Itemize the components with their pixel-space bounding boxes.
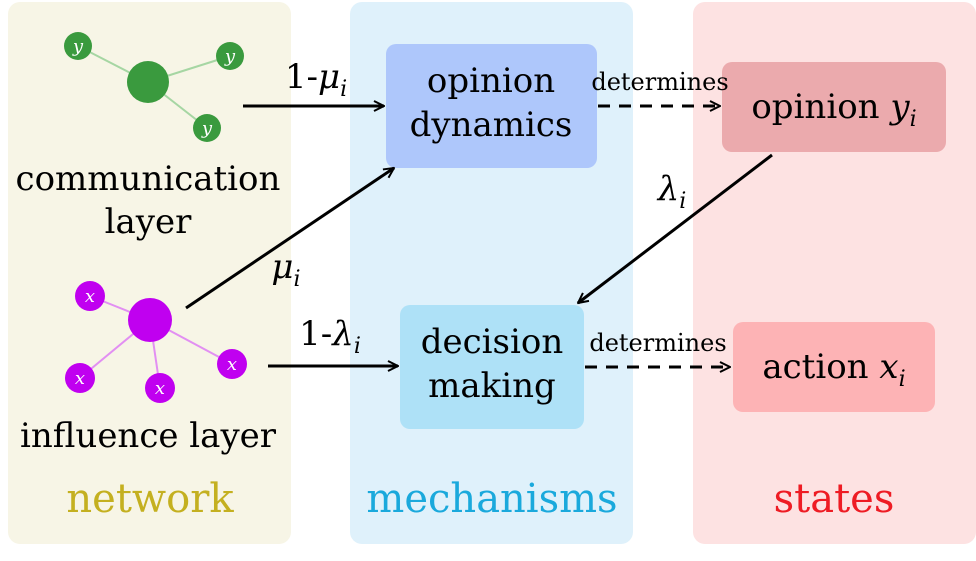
opinion-dynamics-label-line2: dynamics (410, 105, 573, 145)
influence-to-opinion-arrow (185, 168, 394, 310)
influence-node-label: x (155, 378, 165, 399)
communication-node-label: y (224, 46, 236, 67)
influence-node (145, 373, 175, 403)
influence-node (75, 281, 105, 311)
opinion-state-box (722, 62, 946, 152)
network-panel (8, 2, 291, 544)
influence-node (217, 349, 247, 379)
one-minus-mu-label: 1-μi (285, 57, 347, 102)
lambda-label: λi (656, 169, 687, 214)
action-state-box (733, 322, 935, 412)
decision-making-box (400, 305, 584, 429)
influence-node-label: x (75, 368, 85, 389)
opinion-dynamics-box (386, 44, 597, 168)
communication-node-label: y (72, 36, 84, 57)
opinion-to-decision-arrow (578, 153, 773, 303)
influence-network: x x x x (65, 281, 247, 403)
decision-making-label-line1: decision (421, 322, 564, 362)
influence-hub-node (128, 298, 172, 342)
influence-node (65, 363, 95, 393)
states-column-title: states (774, 476, 895, 522)
mu-label: μi (271, 247, 300, 292)
decision-making-label-line2: making (428, 366, 556, 406)
influence-node-label: x (85, 286, 95, 307)
one-minus-lambda-label: 1-λi (299, 314, 361, 359)
communication-layer-label-line2: layer (105, 202, 192, 242)
opinion-dynamics-label-line1: opinion (427, 61, 555, 101)
communication-hub-node (127, 61, 169, 103)
communication-node (216, 42, 244, 70)
communication-node-label: y (201, 118, 213, 139)
determines-bottom-label: determines (589, 329, 726, 357)
mechanisms-column-title: mechanisms (366, 476, 617, 522)
communication-layer-label-line1: communication (16, 159, 281, 199)
influence-layer-label: influence layer (20, 416, 277, 456)
opinion-state-label: opinion yi (751, 87, 916, 132)
communication-node (193, 114, 221, 142)
action-state-label: action xi (762, 347, 905, 392)
communication-node (64, 32, 92, 60)
communication-network: y y y (64, 32, 244, 142)
determines-top-label: determines (591, 68, 728, 96)
influence-node-label: x (227, 354, 237, 375)
network-column-title: network (66, 476, 234, 522)
